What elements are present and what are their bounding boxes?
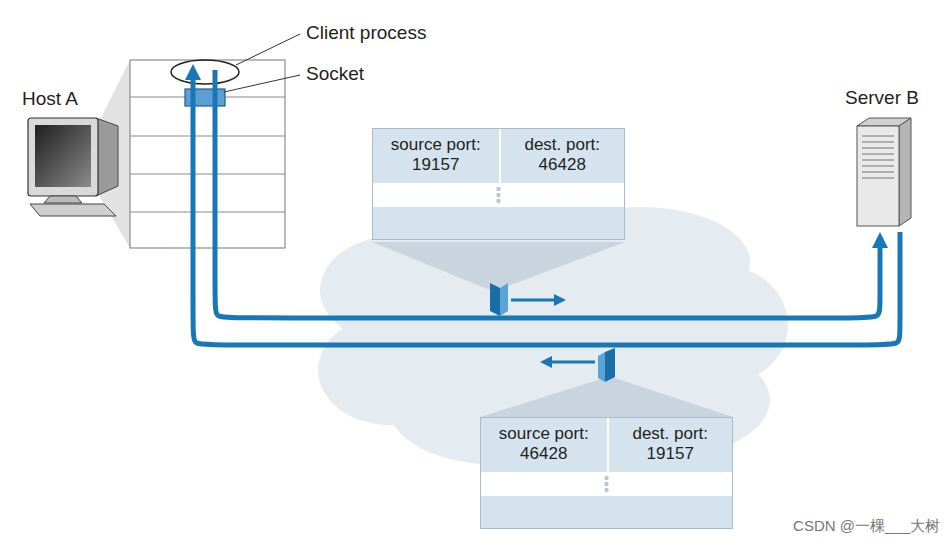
segment-header: source port: 46428dest. port: 19157 xyxy=(481,418,732,472)
protocol-stack xyxy=(130,60,285,248)
callout-label: Client process xyxy=(306,22,426,45)
ellipsis-dot xyxy=(604,482,608,486)
host-stack: Host A xyxy=(130,60,285,248)
server-side xyxy=(899,118,911,226)
server-slot xyxy=(862,141,894,143)
packet-icon xyxy=(605,348,615,382)
server-slot xyxy=(862,177,894,179)
monitor-bezel xyxy=(28,118,98,196)
packet-icon xyxy=(598,352,605,382)
segment-footer xyxy=(481,496,732,528)
direction-arrow xyxy=(511,299,556,302)
ellipsis-dot xyxy=(496,187,500,191)
process-ellipse xyxy=(171,60,239,84)
callout-label: Socket xyxy=(306,63,364,86)
ellipsis-dot xyxy=(604,488,608,492)
packet-icon xyxy=(490,283,500,316)
server-front xyxy=(857,126,899,226)
host-label: Host A xyxy=(22,88,78,111)
segment-box: source port: 46428dest. port: 19157 xyxy=(480,417,733,529)
server-slot xyxy=(862,165,894,167)
direction-arrow xyxy=(554,294,566,306)
watermark: CSDN @一棵___大树 xyxy=(793,517,940,535)
ellipsis-dots xyxy=(481,472,732,496)
server-slots xyxy=(862,136,894,178)
server-slot xyxy=(862,159,894,161)
ellipsis-dot xyxy=(604,476,608,480)
segment-band xyxy=(481,472,732,496)
monitor-stand xyxy=(44,196,82,203)
stack-rows xyxy=(130,97,285,212)
stack-row xyxy=(130,173,285,174)
zoom-shade xyxy=(96,60,130,248)
port-field: dest. port: 19157 xyxy=(607,418,733,472)
monitor-side xyxy=(96,118,118,196)
leader-line xyxy=(224,75,300,92)
zoom-cone xyxy=(480,378,733,417)
server-slot xyxy=(862,147,894,149)
server-host: Server B xyxy=(852,118,912,228)
segment-box: source port: 19157dest. port: 46428 xyxy=(372,128,625,240)
leader-line xyxy=(236,34,300,65)
stack-row xyxy=(130,211,285,212)
segment-header: source port: 19157dest. port: 46428 xyxy=(373,129,624,183)
server-slot xyxy=(862,135,894,137)
direction-arrow xyxy=(550,361,595,364)
ellipsis-dot xyxy=(496,199,500,203)
keyboard xyxy=(30,204,116,216)
server-slot xyxy=(862,153,894,155)
port-field: source port: 19157 xyxy=(373,129,499,183)
packet-icon xyxy=(500,283,508,316)
segment-band xyxy=(373,183,624,207)
stack-row xyxy=(130,135,285,136)
cloud-lobe xyxy=(370,235,750,425)
port-field: source port: 46428 xyxy=(481,418,607,472)
ellipsis-dots xyxy=(373,183,624,207)
segment-footer xyxy=(373,207,624,239)
zoom-cone xyxy=(372,242,625,290)
flow-arrow xyxy=(215,70,880,318)
port-field: dest. port: 46428 xyxy=(499,129,625,183)
direction-arrow xyxy=(540,356,552,368)
server-slot xyxy=(862,171,894,173)
monitor-screen xyxy=(35,125,91,187)
ellipsis-dot xyxy=(496,193,500,197)
host-label: Server B xyxy=(832,87,932,110)
flow-arrow xyxy=(193,72,900,345)
